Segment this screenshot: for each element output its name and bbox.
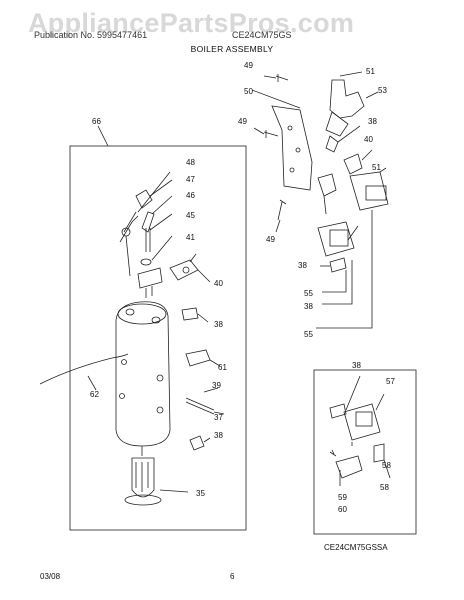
callout: 40: [214, 279, 223, 288]
callout: 38: [214, 320, 223, 329]
watermark: AppliancePartsPros.com: [28, 8, 355, 38]
callout: 49: [244, 61, 253, 70]
callout: 60: [338, 505, 347, 514]
rod-45: [145, 228, 151, 252]
callout: 66: [92, 117, 101, 126]
callout: 38: [214, 431, 223, 440]
valve-61: [185, 349, 211, 367]
callout: 58: [380, 483, 389, 492]
callout: 49: [238, 117, 247, 126]
leader-55-38: [322, 260, 353, 305]
boiler-tank: [115, 301, 171, 447]
probe-48: [119, 211, 139, 243]
callout: 49: [266, 235, 275, 244]
diagram-code: CE24CM75GSSA: [324, 543, 388, 552]
screw-49a: [275, 74, 289, 82]
ring-41: [140, 258, 152, 266]
wire-62: [39, 353, 129, 385]
callout: 51: [366, 67, 375, 76]
model-number: CE24CM75GS: [232, 30, 292, 40]
solenoid-55: [317, 221, 355, 257]
fitting-38e: [329, 403, 347, 419]
publication-number: Publication No. 5995477461: [34, 30, 148, 40]
callout: 38: [298, 261, 307, 270]
callout: 57: [386, 377, 395, 386]
elbow-fitting: [317, 173, 337, 197]
screw-49c: [277, 199, 287, 221]
callout: 55: [304, 330, 313, 339]
footer-date: 03/08: [40, 572, 61, 581]
callout: 38: [352, 361, 361, 370]
callout: 35: [196, 489, 205, 498]
fitting-38a: [181, 307, 199, 321]
callout: 47: [186, 175, 195, 184]
rod-37: [185, 397, 215, 415]
bracket-50: [271, 105, 313, 191]
fitting-38d: [329, 257, 347, 273]
fitting-38c: [325, 135, 339, 153]
callout: 51: [372, 163, 381, 172]
valve-40: [169, 253, 199, 281]
callout: 46: [186, 191, 195, 200]
solenoid-51: [349, 171, 389, 211]
callout: 53: [378, 86, 387, 95]
boiler-frame: [69, 145, 247, 531]
callout: 50: [244, 87, 253, 96]
screw-60: [329, 449, 337, 457]
callout: 62: [90, 390, 99, 399]
fitting-47: [135, 189, 153, 209]
clip-58: [373, 443, 385, 463]
leader-55-long: [316, 210, 373, 329]
callout: 41: [186, 233, 195, 242]
tube-46: [141, 211, 155, 233]
footer-page: 6: [230, 572, 235, 581]
valve-57: [343, 403, 381, 441]
callout: 59: [338, 493, 347, 502]
callout-labels: 49 51 50 53 49 38 40 51 49 38 55 38 55 6…: [90, 61, 395, 514]
callout: 61: [218, 363, 227, 372]
valve-53: [329, 79, 365, 119]
callout: 48: [186, 158, 195, 167]
callout: 58: [382, 461, 391, 470]
callout: 45: [186, 211, 195, 220]
leader-66: [97, 125, 109, 147]
callout: 40: [364, 135, 373, 144]
callout: 39: [212, 381, 221, 390]
tee-fitting: [137, 267, 163, 298]
heating-element-35: [131, 457, 155, 498]
fitting-38b: [189, 435, 205, 451]
callout: 38: [304, 302, 313, 311]
callout: 38: [368, 117, 377, 126]
callout: 55: [304, 289, 313, 298]
section-title: BOILER ASSEMBLY: [190, 44, 274, 54]
callout: 37: [214, 413, 223, 422]
screw-49b: [263, 130, 279, 138]
subgroup-frame: [313, 369, 417, 535]
valve-group-40: [343, 153, 363, 175]
